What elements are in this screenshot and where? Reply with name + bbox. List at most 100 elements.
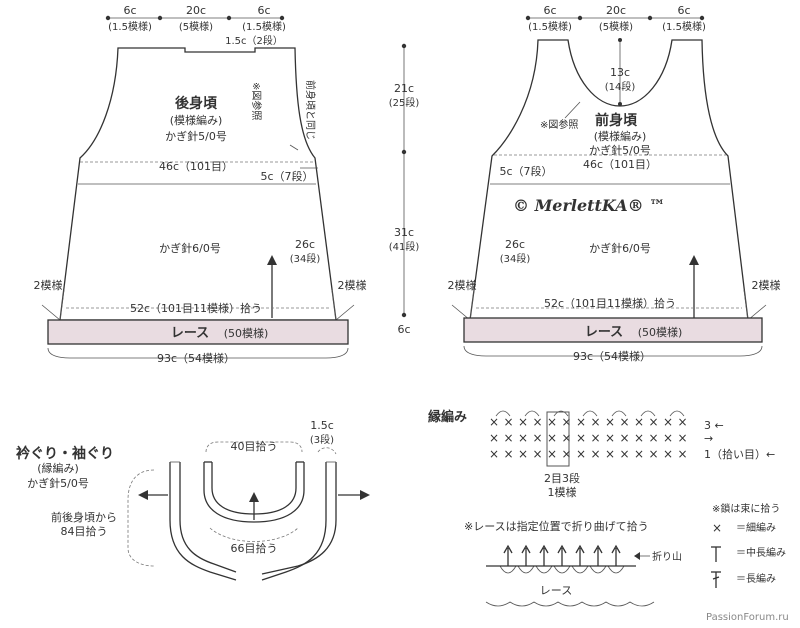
stitch-mark: × [677,415,687,429]
stitch-mark: × [561,447,571,461]
stitch-mark: × [663,415,673,429]
back-width: 46c（101目） [159,160,233,173]
front-side26: 26c [505,238,525,251]
dim-6c: 6c [397,323,410,336]
back-outline [59,47,337,321]
front-lace-band [463,317,763,343]
edge-row1: 1（拾い目）← [704,447,775,461]
fold-loop [553,565,571,574]
stitch-mark: × [489,447,499,461]
stitch-mark: × [619,415,629,429]
front-note-ref: ※図参照 [540,118,578,131]
back-patt-left: 2模様 [34,278,63,292]
front-pattern: (模様編み) [594,129,647,143]
fold-arrows [499,544,625,574]
fold-arrow [575,544,585,566]
stitch-mark: × [677,431,687,445]
front-lace-count: (50模様) [638,325,683,339]
edge-repeat: 2目3段 [544,471,580,485]
trim-bottom-pick: 66目拾う [231,541,278,555]
back-bodice: 6c 20c 6c (1.5模様) (5模様) (1.5模様) 1.5c（2段）… [34,4,367,365]
stitch-mark: × [663,431,673,445]
stitch-mark: × [590,447,600,461]
stitch-mark: × [547,431,557,445]
back-side26: 26c [295,238,315,251]
edge-title: 縁編み [428,409,467,425]
front-neck: 13c [610,66,630,79]
front-side5: 5c（7段） [499,164,552,178]
trim-from2: 84目拾う [61,524,108,538]
front-bodice: 6c 20c 6c (1.5模様) (5模様) (1.5模様) 13c (14段… [448,4,781,363]
dim-31c: 31c [394,226,414,239]
back-note-ref: ※図参照 [250,82,263,120]
stitch-mark: × [503,415,513,429]
back-lace: レース [171,326,209,341]
legend-hdc-symbol [711,546,721,562]
fold-loop [589,565,607,574]
trim-from: 前後身頃から [51,510,117,524]
trim-dim-rows: (3段) [310,433,334,446]
stitch-mark: × [518,431,528,445]
stitch-mark: × [576,431,586,445]
watermark: © MerlettKA® ™ [513,196,665,215]
stitch-mark: × [634,415,644,429]
stitch-mark: × [634,431,644,445]
stitch-mark: × [576,447,586,461]
stitch-mark: × [648,447,658,461]
legend-note: ※鎖は束に拾う [712,502,780,515]
stitch-mark: × [489,415,499,429]
front-dim-right-rows: (1.5模様) [662,20,706,33]
back-shoulder: 1.5c（2段） [225,34,283,47]
back-dim-left-rows: (1.5模様) [108,20,152,33]
stitch-mark: × [590,415,600,429]
front-patt-left: 2模様 [448,278,477,292]
back-hem: 93c（54模様） [157,351,235,365]
trim-top-pick: 40目拾う [231,439,278,453]
front-outline [469,39,749,321]
stitch-mark: × [532,415,542,429]
stitch-mark: × [561,431,571,445]
back-side26-rows: (34段) [290,252,321,265]
front-hook-body: かぎ針6/0号 [589,241,651,255]
chain-arc [524,410,540,417]
edge-row2: → [704,432,713,445]
front-title: 前身頃 [595,112,638,129]
stitch-mark: × [677,447,687,461]
dim-31c-rows: (41段) [389,240,420,253]
chain-arc [582,410,598,417]
front-patt-right: 2模様 [752,278,781,292]
back-same-front: 前身頃と同じ [304,80,317,140]
back-dim-center-rows: (5模様) [179,20,213,33]
legend-dc: ＝長編み [736,572,776,585]
chain-arc [611,410,627,417]
back-lace-count: (50模様) [224,326,269,340]
stitch-mark: × [532,447,542,461]
trim-subtitle: (縁編み) [37,461,79,475]
front-width: 46c（101目） [583,158,657,171]
lace-note: ※レースは指定位置で折り曲げて拾う [464,519,649,533]
stitch-mark: × [576,415,586,429]
stitch-mark: × [605,431,615,445]
stitch-mark: × [648,415,658,429]
front-side26-rows: (34段) [500,252,531,265]
fold-arrow [611,544,621,566]
fold-arrow [557,544,567,566]
vertical-dimensions: 21c (25段) 31c (41段) 6c [389,43,420,336]
front-dim-left-rows: (1.5模様) [528,20,572,33]
repeat-box [546,411,570,467]
legend-sc: ＝細編み [736,521,776,534]
back-hook-top: かぎ針5/0号 [165,129,227,143]
back-title: 後身頃 [175,95,218,112]
edge-repeat2: 1模様 [548,485,577,499]
stitch-mark: × [503,431,513,445]
back-dim-center: 20c [186,4,206,17]
stitch-mark: × [663,447,673,461]
back-hook-body: かぎ針6/0号 [159,241,221,255]
trim-dim: 1.5c [310,419,334,432]
front-lace: レース [585,325,623,340]
fold-arrow [521,544,531,566]
dim-21c-rows: (25段) [389,96,420,109]
front-hook-top: かぎ針5/0号 [589,143,651,157]
chain-arc [669,410,685,417]
